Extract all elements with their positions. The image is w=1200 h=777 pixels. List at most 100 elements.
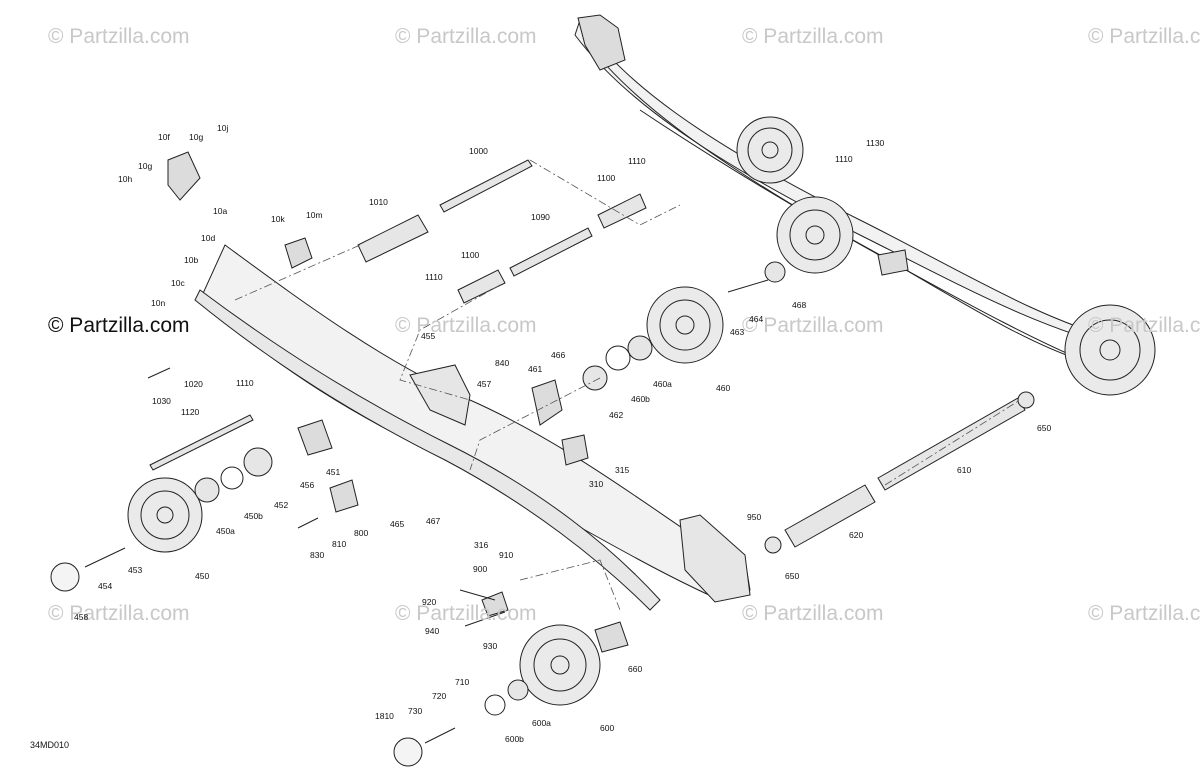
bolt-464 (727, 279, 769, 293)
tube-620 (784, 484, 876, 548)
part-label-463: 463 (730, 327, 745, 337)
watermark: © Partzilla.com (742, 314, 884, 337)
part-label-1090: 1090 (531, 212, 550, 222)
part-label-1110: 1110 (425, 272, 443, 282)
watermark: © Partzilla.com (742, 602, 884, 625)
bolt-454 (84, 547, 126, 568)
part-label-1020: 1020 (184, 379, 203, 389)
part-label-840: 840 (495, 358, 510, 368)
part-label-600a: 600a (532, 718, 551, 728)
watermark: © Partzilla.com (742, 25, 884, 48)
wheel-600 (519, 624, 601, 706)
bolt-830 (297, 517, 319, 529)
part-label-10k: 10k (271, 214, 285, 224)
part-label-460a: 460a (653, 379, 672, 389)
tube-1100b (597, 193, 647, 229)
part-label-1010: 1010 (369, 197, 388, 207)
watermark: © Partzilla.com (48, 25, 190, 48)
cap-10f (167, 151, 201, 201)
rail-right-tip (577, 14, 626, 71)
diagram-code: 34MD010 (30, 740, 70, 750)
part-label-451: 451 (326, 467, 341, 477)
ring-460b (605, 345, 631, 371)
bolt-940 (464, 611, 506, 627)
ring-450b (220, 466, 244, 490)
leader-1010 (234, 244, 361, 301)
wheel-460 (646, 286, 724, 364)
block-right-rail (877, 249, 909, 276)
leader-wheel-460 (469, 377, 601, 471)
part-label-467: 467 (426, 516, 441, 526)
shaft-1120 (149, 414, 254, 471)
part-label-453: 453 (128, 565, 143, 575)
part-label-466: 466 (551, 350, 566, 360)
bolt-1030 (147, 367, 171, 379)
part-label-1100: 1100 (597, 173, 616, 183)
bearing-600a (507, 679, 529, 701)
part-label-10g: 10g (138, 161, 153, 171)
part-label-310: 310 (589, 479, 604, 489)
watermark: © Partzilla.com (1088, 602, 1200, 625)
part-label-461: 461 (528, 364, 543, 374)
watermark: © Partzilla.com (395, 314, 537, 337)
shaft-1090 (509, 227, 593, 277)
part-label-830: 830 (310, 550, 325, 560)
part-label-800: 800 (354, 528, 369, 538)
wheel-right-front (736, 116, 804, 184)
part-label-450b: 450b (244, 511, 263, 521)
tube-1100a (457, 269, 506, 304)
bearing-450a (194, 477, 220, 503)
part-label-600b: 600b (505, 734, 524, 744)
cap-458 (50, 562, 80, 592)
bolt-920 (459, 589, 496, 601)
part-label-1110: 1110 (628, 156, 646, 166)
part-label-10c: 10c (171, 278, 185, 288)
leader-wheel-600 (519, 559, 621, 611)
bolt-730 (424, 727, 456, 744)
watermark-dark: © Partzilla.com (48, 314, 190, 337)
shaft-1000 (439, 159, 533, 213)
wheel-450 (127, 477, 203, 553)
part-label-610: 610 (957, 465, 972, 475)
part-label-1810: 1810 (375, 711, 394, 721)
rail-left-mid-bracket (409, 364, 471, 426)
part-label-650: 650 (785, 571, 800, 581)
part-label-1110: 1110 (835, 154, 853, 164)
cap-1810 (393, 737, 423, 767)
part-label-910: 910 (499, 550, 514, 560)
washer-650b (764, 536, 782, 554)
part-label-10d: 10d (201, 233, 216, 243)
part-label-1000: 1000 (469, 146, 488, 156)
part-label-900: 900 (473, 564, 488, 574)
part-label-710: 710 (455, 677, 470, 687)
wheel-right-rear (1064, 304, 1156, 396)
washer-468 (764, 261, 786, 283)
part-label-600: 600 (600, 723, 615, 733)
part-label-730: 730 (408, 706, 423, 716)
part-label-464: 464 (749, 314, 764, 324)
part-label-1110: 1110 (236, 378, 254, 388)
tube-610 (877, 397, 1026, 491)
bearing-460a (627, 335, 653, 361)
part-label-460: 460 (716, 383, 731, 393)
leader-650 (884, 399, 1021, 486)
part-label-1100: 1100 (461, 250, 480, 260)
part-label-620: 620 (849, 530, 864, 540)
part-label-456: 456 (300, 480, 315, 490)
part-label-10b: 10b (184, 255, 199, 265)
part-label-316: 316 (474, 540, 489, 550)
cap-660 (594, 621, 629, 653)
part-label-10g: 10g (189, 132, 204, 142)
block-10k (284, 237, 313, 269)
watermark: © Partzilla.com (395, 25, 537, 48)
part-label-10j: 10j (217, 123, 229, 133)
part-label-10m: 10m (306, 210, 323, 220)
part-label-315: 315 (615, 465, 630, 475)
watermark: © Partzilla.com (395, 602, 537, 625)
part-label-1130: 1130 (866, 138, 885, 148)
part-label-455: 455 (421, 331, 436, 341)
part-label-920: 920 (422, 597, 437, 607)
washer-650a (1017, 391, 1035, 409)
part-label-10n: 10n (151, 298, 166, 308)
